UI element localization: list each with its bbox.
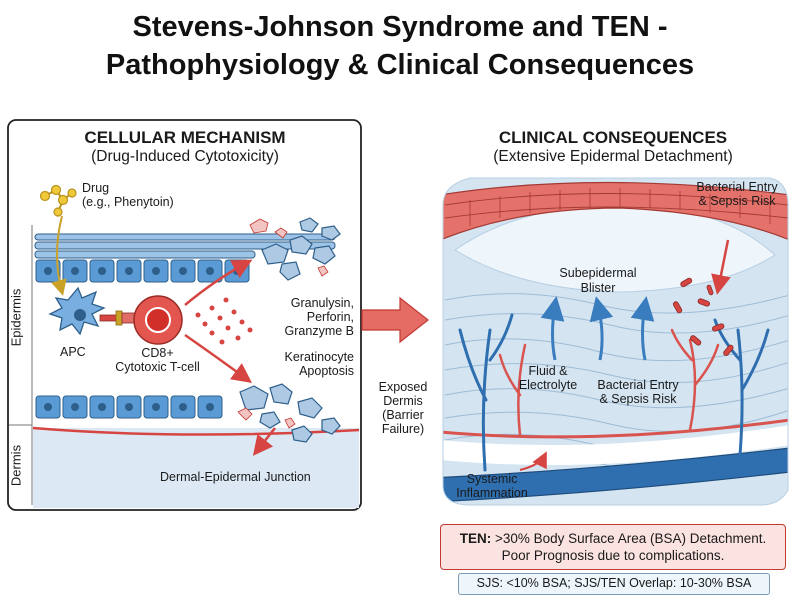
right-panel-subheading: (Extensive Epidermal Detachment): [493, 148, 733, 165]
cell-nucleus: [98, 267, 106, 275]
bacterial-mid-line1: Bacterial Entry: [597, 378, 679, 392]
drug-example-label: (e.g., Phenytoin): [82, 195, 174, 209]
systemic-line1: Systemic: [466, 472, 518, 486]
cell-nucleus: [179, 403, 187, 411]
tcell-label-line1: CD8+: [141, 346, 174, 360]
exposed-line4: Failure): [381, 422, 425, 436]
right-panel-tissue: [443, 178, 788, 505]
immune-synapse: [99, 310, 137, 326]
top-keratinocyte-rows: [34, 233, 336, 259]
granule-dots: [195, 297, 253, 345]
drug-molecule: [39, 184, 77, 217]
apoptosis-line1: Keratinocyte: [284, 350, 354, 364]
blister-line1: Subepidermal: [559, 266, 637, 280]
cell-nucleus: [152, 403, 160, 411]
apc-label: APC: [60, 345, 86, 359]
title-line-1: Stevens-Johnson Syndrome and TEN -: [132, 11, 668, 43]
mediator-line1: Granulysin,: [290, 296, 354, 310]
cell-nucleus: [125, 267, 133, 275]
left-panel-subheading: (Drug-Induced Cytotoxicity): [91, 148, 279, 165]
dermis-side-label: Dermis: [8, 444, 24, 487]
sjs-info-box: SJS: <10% BSA; SJS/TEN Overlap: 10-30% B…: [458, 573, 770, 595]
exposed-line2: Dermis: [383, 394, 423, 408]
bacterial-mid-line2: & Sepsis Risk: [599, 392, 677, 406]
basal-cell-row: [35, 395, 223, 419]
cell-nucleus: [179, 267, 187, 275]
bacteria-cluster: [672, 277, 734, 356]
drug-label: Drug: [82, 181, 110, 195]
mediator-line3: Granzyme B: [284, 324, 354, 338]
systemic-arrow: [519, 451, 547, 471]
junction-label: Dermal-Epidermal Junction: [160, 470, 311, 484]
red-capillaries: [498, 328, 720, 437]
apoptotic-fragments: [237, 218, 329, 429]
cell-nucleus: [206, 267, 214, 275]
title-line-2: Pathophysiology & Clinical Consequences: [105, 49, 695, 81]
cell-nucleus: [44, 403, 52, 411]
exposed-line3: (Barrier: [382, 408, 424, 422]
blue-capillaries: [458, 313, 770, 472]
bacterial-top-line1: Bacterial Entry: [696, 180, 778, 194]
fluid-line1: Fluid &: [528, 364, 568, 378]
cell-nucleus: [125, 403, 133, 411]
ten-line1-text: >30% Body Surface Area (BSA) Detachment.: [491, 531, 767, 546]
cd8-t-cell: [133, 295, 183, 345]
bacterial-entry-arrow: [711, 239, 731, 295]
center-transition-arrow: [361, 296, 429, 344]
apoptotic-cells: [239, 217, 341, 443]
apc-cell: [48, 286, 106, 336]
right-panel-heading: CLINICAL CONSEQUENCES: [498, 128, 728, 147]
dermal-epidermal-junction-line: [32, 426, 360, 436]
fluid-line2: Electrolyte: [518, 378, 578, 392]
blister-line2: Blister: [580, 281, 616, 295]
page-title: Stevens-Johnson Syndrome and TEN - Patho…: [0, 8, 800, 84]
apoptosis-line2: Apoptosis: [299, 364, 354, 378]
drug-to-apc-arrow: [51, 215, 67, 296]
cell-nucleus: [71, 267, 79, 275]
tcell-label-line2: Cytotoxic T-cell: [115, 360, 200, 374]
junction-arrow: [252, 427, 276, 456]
cell-nucleus: [98, 403, 106, 411]
left-panel-heading: CELLULAR MECHANISM: [84, 128, 286, 147]
mediator-line2: Perforin,: [306, 310, 354, 324]
granulysin-arrow: [184, 259, 253, 306]
ten-info-box: TEN: >30% Body Surface Area (BSA) Detach…: [440, 524, 786, 570]
right-panel-frame: [442, 177, 789, 506]
ten-label: TEN:: [459, 531, 492, 546]
systemic-line2: Inflammation: [456, 486, 528, 500]
cell-nucleus: [206, 403, 214, 411]
epidermis-side-label: Epidermis: [8, 288, 24, 347]
top-cell-row: [35, 259, 250, 283]
cell-nucleus: [44, 267, 52, 275]
bacterial-top-line2: & Sepsis Risk: [698, 194, 776, 208]
ten-info-line1: TEN: >30% Body Surface Area (BSA) Detach…: [441, 530, 785, 547]
fluid-arrows: [540, 296, 655, 361]
cell-nucleus: [71, 403, 79, 411]
left-dermis-layer: [33, 428, 359, 508]
ten-info-line2: Poor Prognosis due to complications.: [501, 548, 725, 563]
cell-nucleus: [152, 267, 160, 275]
apoptosis-arrow: [184, 333, 253, 383]
exposed-line1: Exposed: [378, 380, 428, 394]
